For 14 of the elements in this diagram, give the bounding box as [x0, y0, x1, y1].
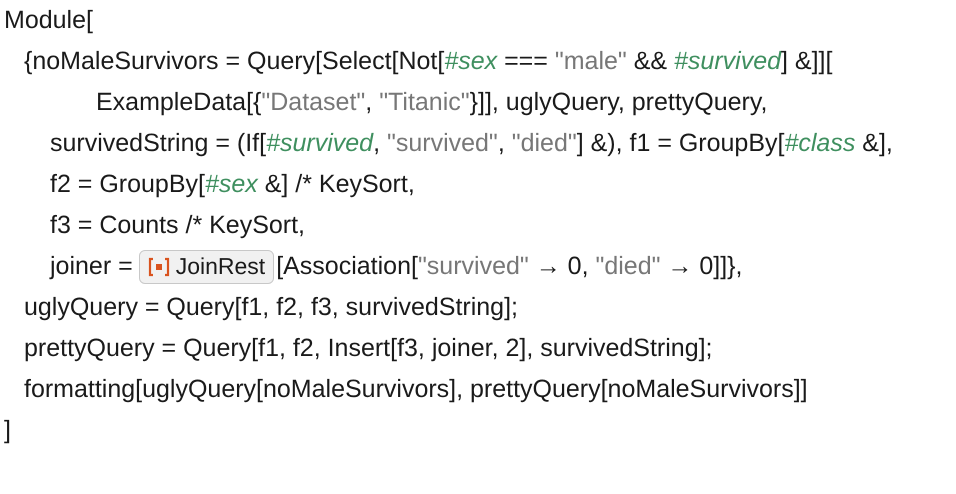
code-line: joiner =	[50, 252, 133, 281]
code-line: Module[	[4, 6, 93, 35]
code-line: ]	[4, 416, 11, 445]
code-line: f3 = Counts /* KeySort,	[50, 211, 305, 240]
function-name: JoinRest	[176, 253, 266, 280]
resource-function-box	[138, 250, 274, 284]
code-line: uglyQuery = Query[f1, f2, f3, survivedString];	[24, 293, 518, 322]
code-line: f2 = GroupBy[#sex &] /* KeySort,	[50, 170, 415, 199]
code-line: [Association["survived" → 0, "died" → 0]]},	[276, 252, 742, 281]
code-line: ExampleData[{"Dataset", "Titanic"}]], uglyQuery, prettyQuery,	[96, 88, 768, 117]
code-line: survivedString = (If[#survived, "survived", "died"] &), f1 = GroupBy[#class &],	[50, 129, 893, 158]
code-line: prettyQuery = Query[f1, f2, Insert[f3, joiner, 2], survivedString];	[24, 334, 713, 363]
code-line: formatting[uglyQuery[noMaleSurvivors], prettyQuery[noMaleSurvivors]]	[24, 375, 808, 404]
code-line: {noMaleSurvivors = Query[Select[Not[#sex === "male" && #survived] &]][	[24, 47, 832, 76]
